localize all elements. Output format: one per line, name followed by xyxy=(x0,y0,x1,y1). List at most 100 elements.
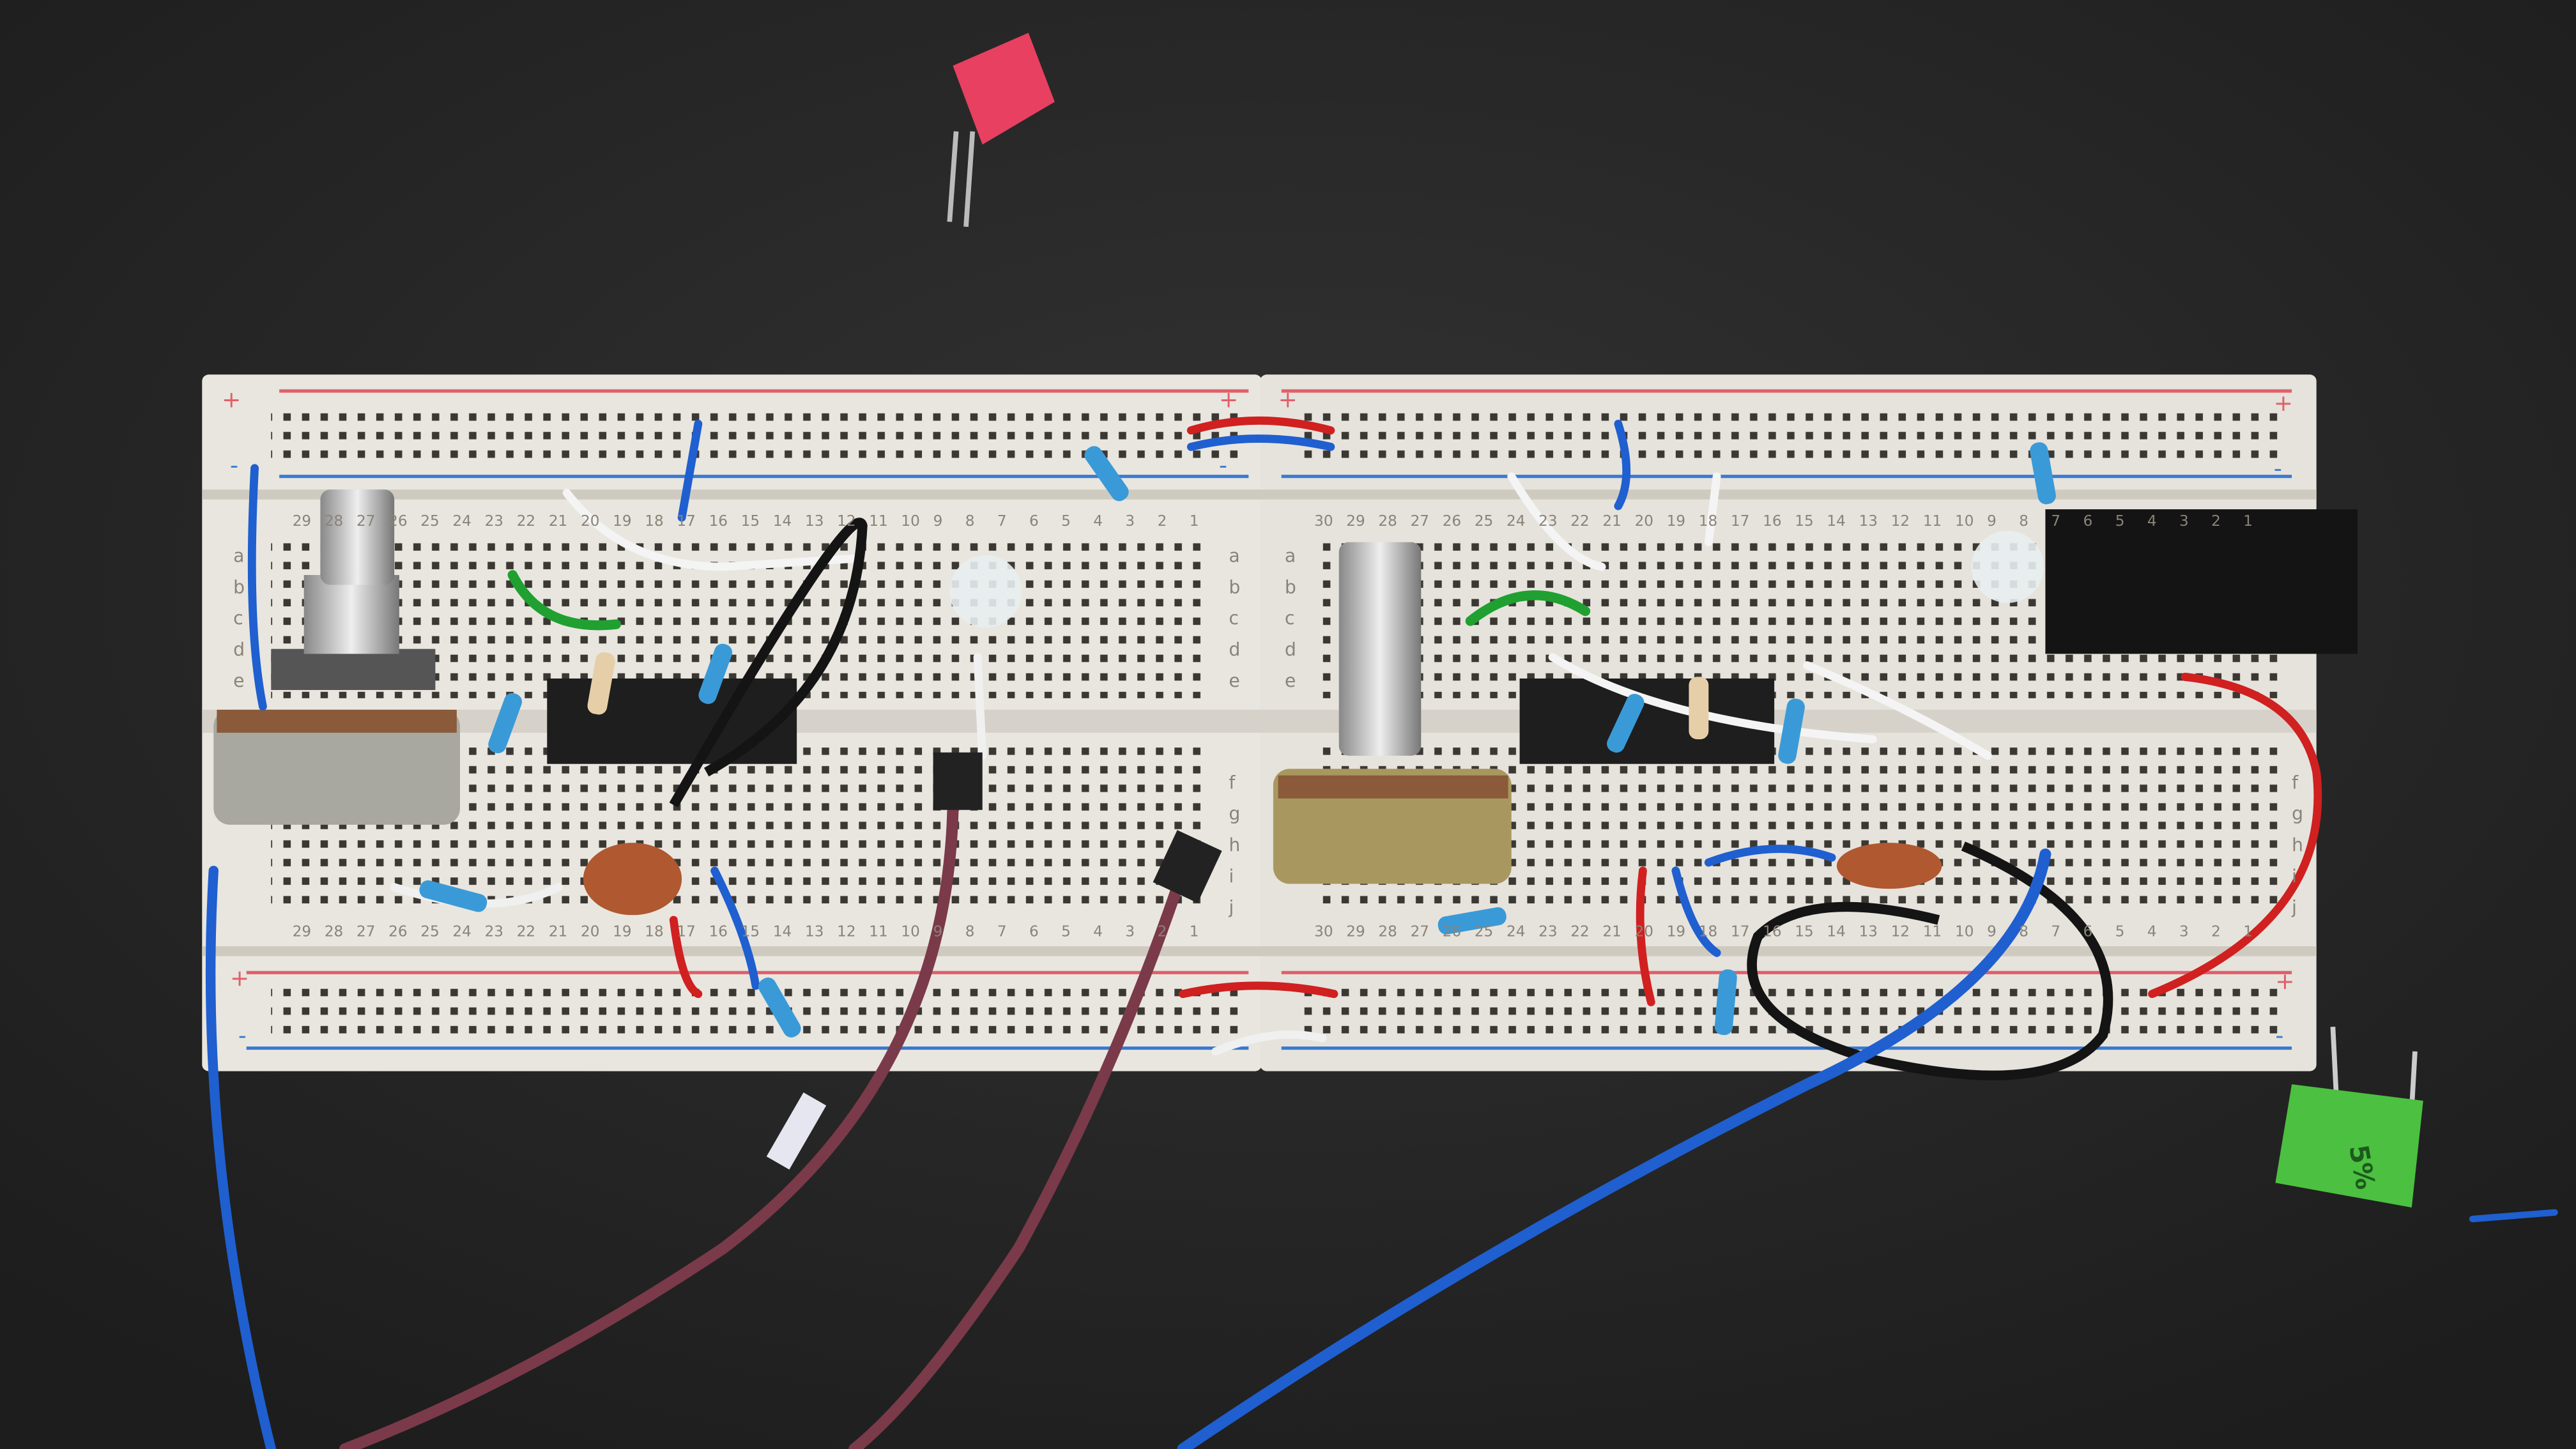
row-number: 13 xyxy=(805,513,824,530)
row-number: 20 xyxy=(581,513,599,530)
row-number: 27 xyxy=(1411,924,1429,940)
column-letter: e xyxy=(233,670,244,691)
potentiometer-middle[interactable] xyxy=(1273,542,1512,884)
row-number: 12 xyxy=(1891,924,1910,940)
row-number: 7 xyxy=(2051,513,2060,530)
long-wires xyxy=(205,464,2558,1449)
rail-plus-symbol: + xyxy=(1278,387,1298,413)
black-foam-block xyxy=(2045,509,2358,654)
column-letter: b xyxy=(233,576,245,597)
row-number: 6 xyxy=(2083,513,2093,530)
row-number: 19 xyxy=(1667,513,1685,530)
row-number: 14 xyxy=(1827,513,1845,530)
row-number: 10 xyxy=(1955,513,1974,530)
column-letter: g xyxy=(2292,803,2303,824)
row-number: 18 xyxy=(1699,924,1717,940)
potentiometer-left[interactable] xyxy=(213,489,460,825)
row-number: 16 xyxy=(1763,513,1781,530)
row-number: 22 xyxy=(517,513,535,530)
column-letter: d xyxy=(1229,639,1240,660)
rail-plus-symbol: + xyxy=(1219,387,1238,413)
row-number: 5 xyxy=(2115,924,2125,940)
led-left xyxy=(949,555,1022,628)
row-number: 2 xyxy=(1158,924,1167,940)
row-number: 28 xyxy=(325,513,343,530)
row-number: 11 xyxy=(1923,513,1942,530)
row-number: 18 xyxy=(645,924,663,940)
row-number: 13 xyxy=(1859,513,1878,530)
row-number: 27 xyxy=(1411,513,1429,530)
row-number: 26 xyxy=(388,924,407,940)
row-number: 18 xyxy=(1699,513,1717,530)
column-letter: c xyxy=(1229,608,1239,629)
row-number: 7 xyxy=(2051,924,2060,940)
row-number: 27 xyxy=(356,513,375,530)
column-letter: f xyxy=(2292,772,2299,793)
row-number: 6 xyxy=(1029,513,1039,530)
column-letter: i xyxy=(1229,866,1234,887)
column-letter: j xyxy=(1228,897,1234,918)
row-number: 19 xyxy=(613,924,631,940)
column-letter: b xyxy=(1285,576,1296,597)
row-number: 12 xyxy=(837,513,855,530)
green-film-capacitor: 5% xyxy=(2275,1026,2423,1208)
ic-chip-left xyxy=(547,678,797,764)
row-number: 25 xyxy=(1475,513,1493,530)
row-number: 11 xyxy=(1923,924,1942,940)
row-number: 8 xyxy=(965,924,975,940)
row-number: 28 xyxy=(1378,924,1397,940)
capacitor-tolerance-label: 5% xyxy=(2343,1142,2380,1192)
row-number: 29 xyxy=(293,513,311,530)
row-number: 10 xyxy=(1955,924,1974,940)
row-number: 15 xyxy=(741,513,760,530)
row-number: 15 xyxy=(1795,513,1813,530)
row-number: 10 xyxy=(901,513,919,530)
row-number: 4 xyxy=(2147,513,2157,530)
column-letter: e xyxy=(1285,670,1296,691)
column-letter: h xyxy=(1229,834,1240,855)
red-jumper-block[interactable] xyxy=(947,33,1055,227)
row-number: 22 xyxy=(517,924,535,940)
dupont-connector xyxy=(933,752,983,810)
row-number: 24 xyxy=(1506,513,1525,530)
row-number: 19 xyxy=(1667,924,1685,940)
column-letter: j xyxy=(2291,897,2297,918)
row-number: 3 xyxy=(1125,924,1135,940)
column-letter: d xyxy=(1285,639,1296,660)
row-number: 26 xyxy=(388,513,407,530)
row-number: 7 xyxy=(997,924,1007,940)
row-number: 23 xyxy=(485,513,503,530)
rail-plus-symbol: + xyxy=(222,387,241,413)
row-number: 4 xyxy=(1093,924,1103,940)
column-letter: c xyxy=(233,608,243,629)
row-number: 13 xyxy=(805,924,824,940)
row-number: 29 xyxy=(1346,513,1365,530)
rail-plus-symbol: + xyxy=(230,965,249,992)
column-letter: g xyxy=(1229,803,1240,824)
row-number: 8 xyxy=(2019,513,2028,530)
row-number: 21 xyxy=(549,513,567,530)
row-number: 3 xyxy=(1125,513,1135,530)
row-number: 22 xyxy=(1570,924,1589,940)
row-number: 17 xyxy=(677,924,695,940)
row-number: 3 xyxy=(2179,513,2189,530)
row-number: 15 xyxy=(1795,924,1813,940)
rail-minus-symbol: - xyxy=(2275,1023,2283,1049)
row-number: 4 xyxy=(2147,924,2157,940)
row-number: 23 xyxy=(1538,513,1557,530)
resistors xyxy=(419,442,2056,1038)
row-number: 24 xyxy=(452,924,471,940)
rail-plus-symbol: + xyxy=(2274,390,2293,417)
row-number: 14 xyxy=(1827,924,1845,940)
row-number: 29 xyxy=(293,924,311,940)
row-number: 29 xyxy=(1346,924,1365,940)
row-number: 19 xyxy=(613,513,631,530)
rail-plus-symbol: + xyxy=(2275,969,2294,995)
row-number: 30 xyxy=(1314,513,1333,530)
row-number: 17 xyxy=(1731,924,1749,940)
column-letter: d xyxy=(233,639,245,660)
column-letter: c xyxy=(1285,608,1295,629)
row-number: 13 xyxy=(1859,924,1878,940)
row-number: 8 xyxy=(965,513,975,530)
